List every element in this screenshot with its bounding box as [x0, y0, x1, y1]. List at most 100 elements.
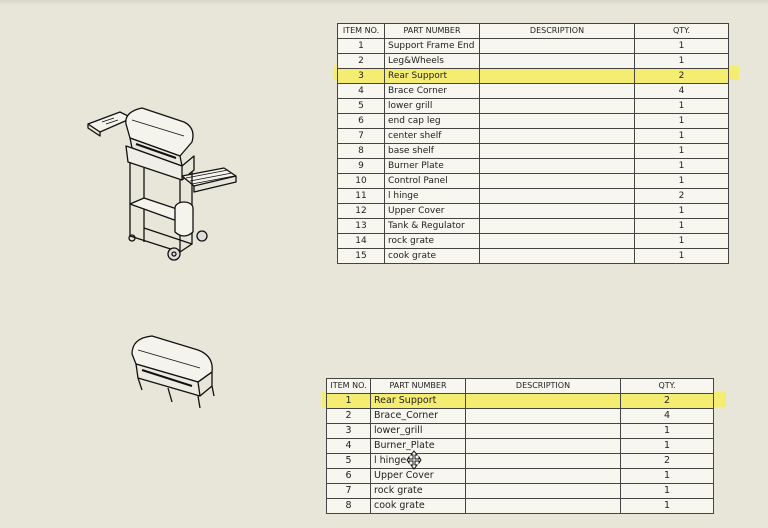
item-no-cell[interactable]: 8	[337, 143, 385, 159]
qty-cell[interactable]: 1	[620, 438, 714, 454]
qty-cell[interactable]: 1	[634, 218, 729, 234]
part-number-cell[interactable]: cook grate	[384, 248, 480, 264]
description-cell[interactable]	[479, 68, 635, 84]
qty-cell[interactable]: 1	[634, 128, 729, 144]
qty-cell[interactable]: 4	[620, 408, 714, 424]
item-no-cell[interactable]: 5	[326, 453, 371, 469]
item-no-cell[interactable]: 4	[326, 438, 371, 454]
qty-cell[interactable]: 2	[620, 393, 714, 409]
qty-cell[interactable]: 1	[620, 498, 714, 514]
part-number-cell[interactable]: Tank & Regulator	[384, 218, 480, 234]
part-number-cell[interactable]: Brace Corner	[384, 83, 480, 99]
part-number-cell[interactable]: base shelf	[384, 143, 480, 159]
item-no-cell[interactable]: 6	[337, 113, 385, 129]
description-cell[interactable]	[465, 438, 621, 454]
part-number-cell[interactable]: Upper Cover	[384, 203, 480, 219]
part-number-cell[interactable]: rock grate	[370, 483, 466, 499]
part-number-cell[interactable]: Brace_Corner	[370, 408, 466, 424]
part-number-cell[interactable]: lower grill	[384, 98, 480, 114]
part-number-cell[interactable]: rock grate	[384, 233, 480, 249]
qty-cell[interactable]: 1	[634, 248, 729, 264]
item-no-cell[interactable]: 11	[337, 188, 385, 204]
item-no-cell[interactable]: 1	[326, 393, 371, 409]
item-no-cell[interactable]: 7	[326, 483, 371, 499]
description-cell[interactable]	[479, 128, 635, 144]
description-cell[interactable]	[479, 98, 635, 114]
description-cell[interactable]	[479, 218, 635, 234]
description-cell[interactable]	[479, 248, 635, 264]
item-no-cell[interactable]: 13	[337, 218, 385, 234]
qty-cell[interactable]: 2	[620, 453, 714, 469]
part-number-cell[interactable]: cook grate	[370, 498, 466, 514]
qty-cell[interactable]: 1	[634, 38, 729, 54]
item-no-cell[interactable]: 10	[337, 173, 385, 189]
qty-cell[interactable]: 2	[634, 68, 729, 84]
description-cell[interactable]	[479, 188, 635, 204]
description-cell[interactable]	[465, 483, 621, 499]
part-number-cell[interactable]: Rear Support	[384, 68, 480, 84]
description-cell[interactable]	[479, 233, 635, 249]
item-no-cell[interactable]: 5	[337, 98, 385, 114]
part-number-cell[interactable]: Leg&Wheels	[384, 53, 480, 69]
item-no-cell[interactable]: 2	[337, 53, 385, 69]
qty-cell[interactable]: 1	[634, 53, 729, 69]
qty-cell[interactable]: 1	[634, 203, 729, 219]
part-number-cell[interactable]: lower_grill	[370, 423, 466, 439]
part-number-cell[interactable]: Rear Support	[370, 393, 466, 409]
description-cell[interactable]	[479, 53, 635, 69]
qty-cell[interactable]: 1	[634, 233, 729, 249]
description-cell[interactable]	[479, 83, 635, 99]
grill-subassembly-drawing[interactable]	[128, 330, 220, 412]
qty-cell[interactable]: 1	[634, 113, 729, 129]
part-number-cell[interactable]: Burner Plate	[384, 158, 480, 174]
item-no-cell[interactable]: 7	[337, 128, 385, 144]
item-no-cell[interactable]: 15	[337, 248, 385, 264]
part-number-cell[interactable]: Support Frame End	[384, 38, 480, 54]
description-cell[interactable]	[465, 408, 621, 424]
item-no-cell[interactable]: 14	[337, 233, 385, 249]
item-no-cell[interactable]: 3	[326, 423, 371, 439]
description-cell[interactable]	[479, 203, 635, 219]
qty-cell[interactable]: 1	[634, 143, 729, 159]
description-cell[interactable]	[479, 158, 635, 174]
item-no-cell[interactable]: 6	[326, 468, 371, 484]
item-no-cell[interactable]: 8	[326, 498, 371, 514]
item-no-cell[interactable]: 2	[326, 408, 371, 424]
part-number-cell[interactable]: end cap leg	[384, 113, 480, 129]
qty-cell[interactable]: 2	[634, 188, 729, 204]
qty-cell[interactable]: 1	[634, 158, 729, 174]
qty-cell[interactable]: 1	[620, 468, 714, 484]
item-no-cell[interactable]: 12	[337, 203, 385, 219]
description-cell[interactable]	[465, 498, 621, 514]
item-no-cell[interactable]: 3	[337, 68, 385, 84]
description-cell[interactable]	[479, 113, 635, 129]
qty-cell[interactable]: 4	[634, 83, 729, 99]
qty-cell[interactable]: 1	[620, 423, 714, 439]
description-cell[interactable]	[465, 423, 621, 439]
qty-cell[interactable]: 1	[634, 173, 729, 189]
description-cell[interactable]	[465, 393, 621, 409]
item-no-cell[interactable]: 4	[337, 83, 385, 99]
